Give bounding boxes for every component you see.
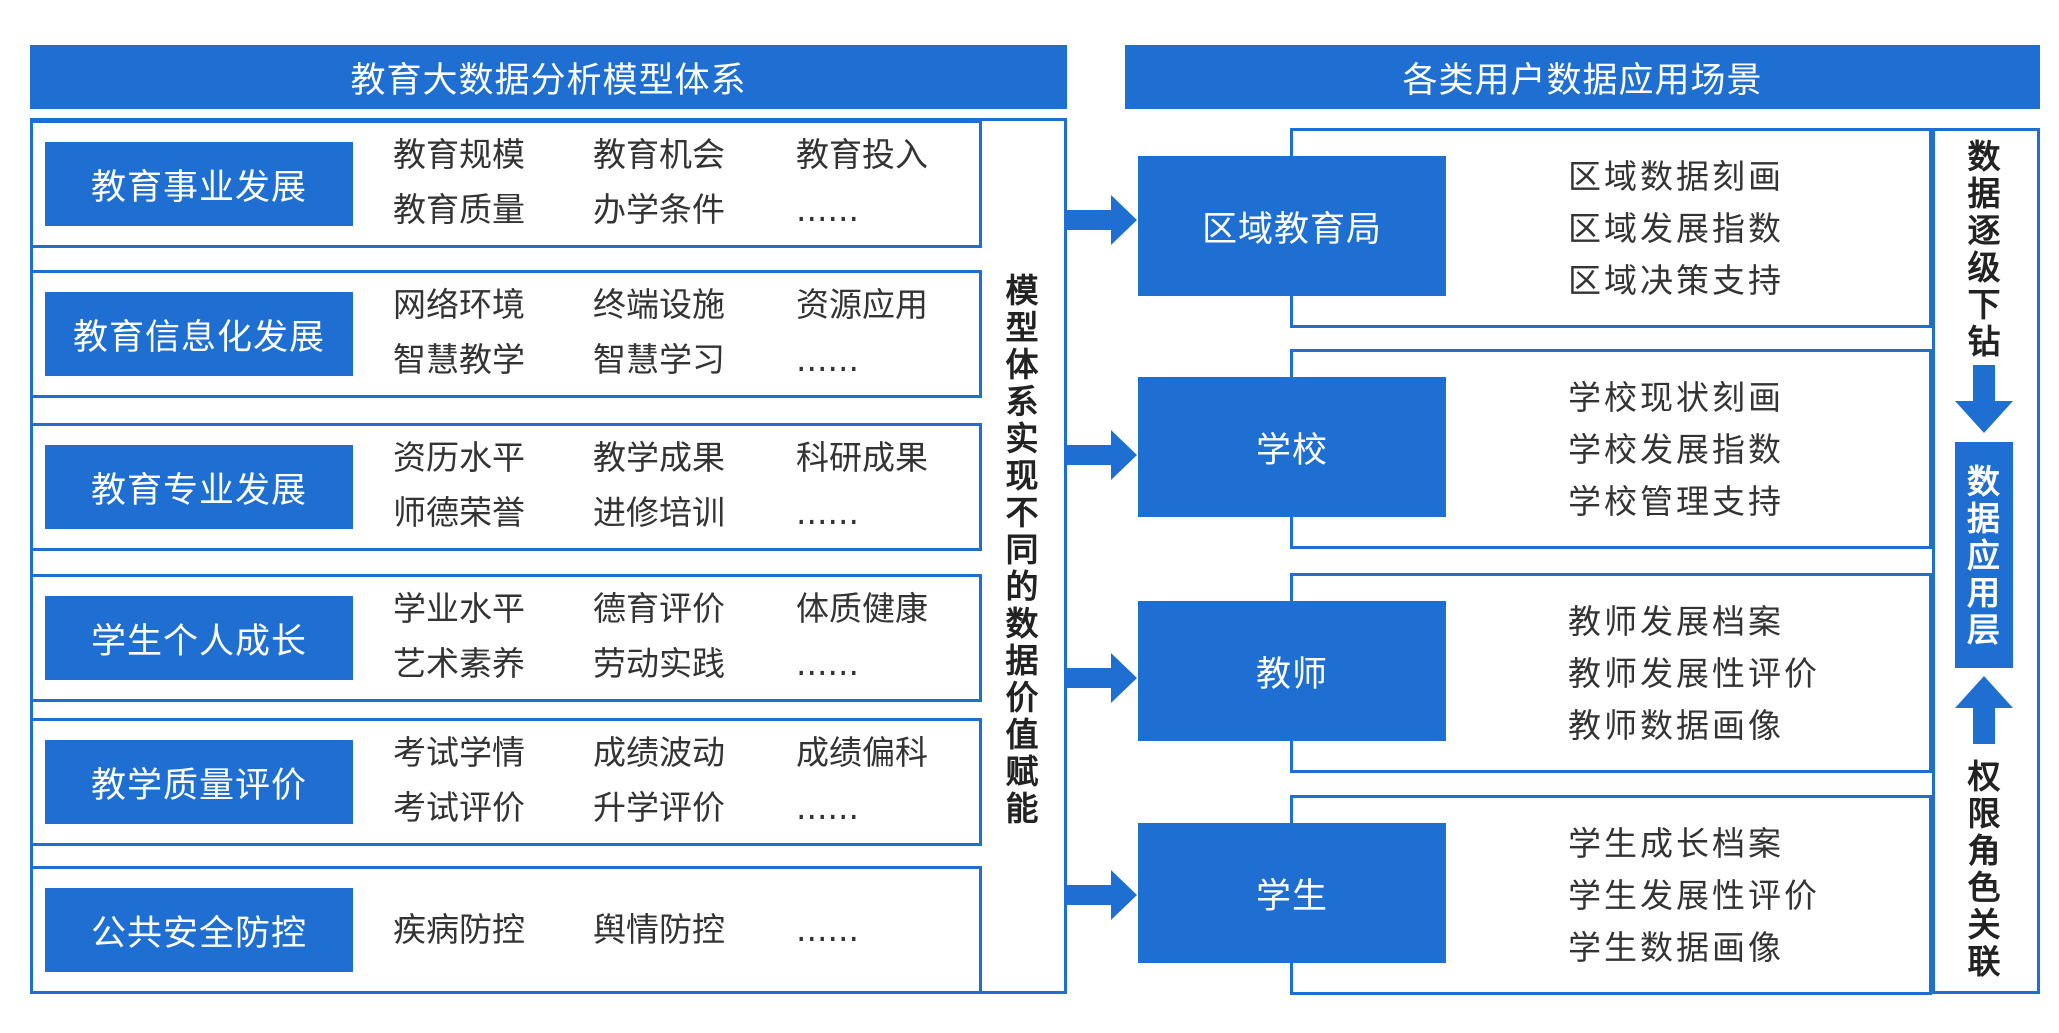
model-row-item: 网络环境 [393,285,525,324]
model-row-label: 教育信息化发展 [45,292,353,376]
scene-line: 学生数据画像 [1568,928,1784,967]
arrow-right-icon [1067,195,1137,245]
arrow-up-icon [1955,676,2013,744]
model-row-item: 教育规模 [393,135,525,174]
model-row-label: 教育事业发展 [45,142,353,226]
model-row-item: 教育机会 [593,135,725,174]
scene-line: 学校现状刻画 [1568,378,1784,417]
scene-label: 教师 [1138,601,1446,741]
model-row-item: 体质健康 [796,589,928,628]
right-panel-title: 各类用户数据应用场景 [1125,45,2040,109]
arrow-right-icon [1067,430,1137,480]
model-row-item: 资源应用 [796,285,928,324]
model-row-label: 学生个人成长 [45,596,353,680]
scene-line: 学校发展指数 [1568,430,1784,469]
model-row-item: 资历水平 [393,438,525,477]
model-row [30,574,982,702]
model-row-item: 科研成果 [796,438,928,477]
model-row-item: 劳动实践 [593,644,725,683]
data-app-layer-text: 数据应用层 [1967,461,2001,649]
model-system-frame [30,118,1067,994]
model-row-item: 艺术素养 [393,644,525,683]
scene-label: 学生 [1138,823,1446,963]
scene-line: 教师数据画像 [1568,706,1784,745]
model-row-item: 升学评价 [593,788,725,827]
scene-line: 区域决策支持 [1568,261,1784,300]
arrow-down-icon [1955,365,2013,433]
model-row-label: 教学质量评价 [45,740,353,824]
model-row-item: 教育质量 [393,190,525,229]
model-row-item: ...... [796,340,859,379]
model-row-label: 公共安全防控 [45,888,353,972]
left-panel-title: 教育大数据分析模型体系 [30,45,1067,109]
model-row-item: 考试评价 [393,788,525,827]
scene-label: 区域教育局 [1138,156,1446,296]
model-row-item: 舆情防控 [593,910,725,949]
model-row-item: 考试学情 [393,733,525,772]
model-row-item: 智慧教学 [393,340,525,379]
arrow-right-icon [1067,653,1137,703]
scene-line: 学生成长档案 [1568,824,1784,863]
scene-line: 教师发展档案 [1568,602,1784,641]
model-row-item: 教学成果 [593,438,725,477]
model-row-item: ...... [796,190,859,229]
scene-line: 区域数据刻画 [1568,157,1784,196]
arrow-right-icon [1067,870,1137,920]
scene-line: 学校管理支持 [1568,482,1784,521]
drill-down-text: 数据逐级下钻 [1967,137,2001,361]
scene-line: 学生发展性评价 [1568,876,1820,915]
scene-line: 教师发展性评价 [1568,654,1820,693]
model-row-item: ...... [796,493,859,532]
data-app-layer-box: 数据应用层 [1955,442,2013,668]
scene-line: 区域发展指数 [1568,209,1784,248]
model-row-item: 进修培训 [593,493,725,532]
model-row-item: 成绩波动 [593,733,725,772]
model-row-item: ...... [796,910,859,949]
model-row-item: 智慧学习 [593,340,725,379]
model-row-item: 成绩偏科 [796,733,928,772]
model-row-label: 教育专业发展 [45,445,353,529]
model-row-item: 疾病防控 [393,910,525,949]
model-row-item: 师德荣誉 [393,493,525,532]
model-row-item: 教育投入 [796,135,928,174]
model-row-item: 办学条件 [593,190,725,229]
model-row-item: 终端设施 [593,285,725,324]
model-row-item: 德育评价 [593,589,725,628]
permission-role-text: 权限角色关联 [1967,757,2001,981]
scene-label: 学校 [1138,377,1446,517]
model-row-item: ...... [796,788,859,827]
model-row-item: ...... [796,644,859,683]
model-row-item: 学业水平 [393,589,525,628]
model-system-side-text: 模型体系实现不同的数据价值赋能 [1005,271,1039,828]
